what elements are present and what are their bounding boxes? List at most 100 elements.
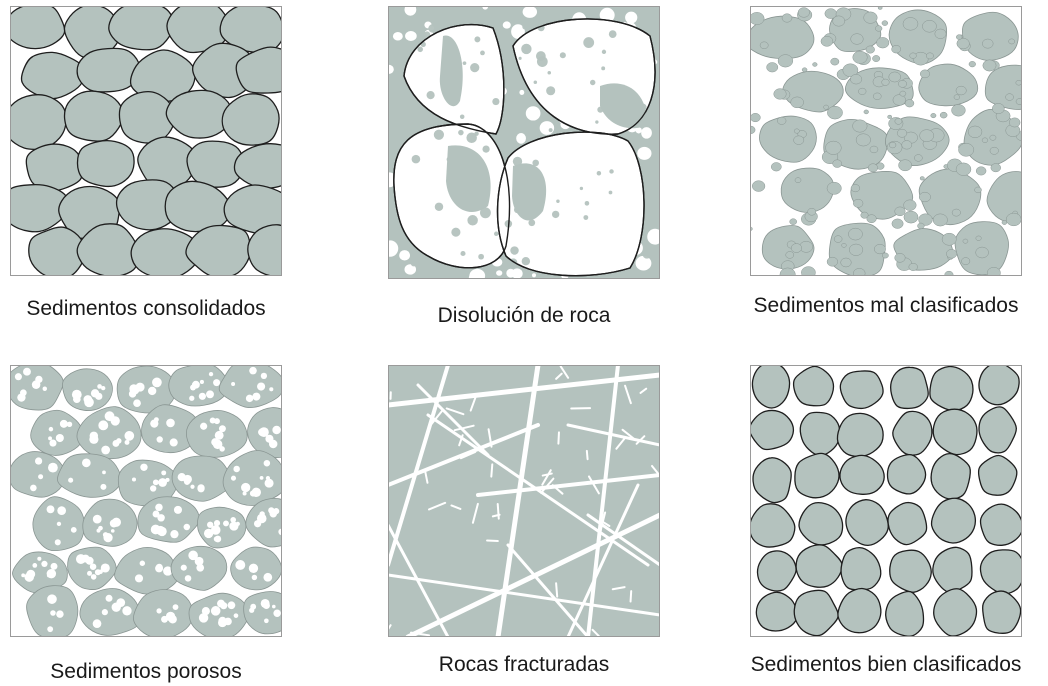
pore xyxy=(47,626,54,633)
pore xyxy=(152,510,160,518)
small-grain xyxy=(825,140,842,155)
micro-fracture xyxy=(445,407,465,416)
small-grain xyxy=(1015,79,1022,86)
pore xyxy=(21,573,26,578)
large-grain xyxy=(850,170,914,220)
pore xyxy=(257,382,266,391)
small-grain xyxy=(833,235,843,243)
pore xyxy=(101,385,106,391)
vug xyxy=(405,31,417,41)
small-grain xyxy=(812,62,818,67)
mineral-dot xyxy=(509,101,516,107)
pore xyxy=(163,566,173,576)
vug xyxy=(502,21,511,29)
small-grain xyxy=(874,244,886,255)
vug xyxy=(399,250,411,261)
consolidated-grain xyxy=(233,143,282,189)
mineral-dot xyxy=(434,202,444,212)
vug xyxy=(404,264,417,275)
sorted-grain xyxy=(979,549,1022,595)
pore xyxy=(109,519,118,528)
small-grain xyxy=(975,246,989,259)
small-grain xyxy=(866,214,877,224)
small-grain xyxy=(850,184,861,193)
micro-fracture xyxy=(459,450,477,460)
small-grain xyxy=(919,176,925,181)
pore xyxy=(249,366,257,375)
micro-fracture xyxy=(559,365,570,379)
small-grain xyxy=(830,57,840,66)
pore xyxy=(245,394,254,403)
small-grain xyxy=(842,63,859,77)
small-grain xyxy=(903,210,919,224)
pore xyxy=(265,476,271,481)
sorted-grain xyxy=(794,452,840,499)
small-grain xyxy=(881,20,889,26)
pore xyxy=(30,484,37,492)
pore xyxy=(92,619,102,628)
pore xyxy=(116,438,122,444)
pore xyxy=(139,560,146,566)
micro-fracture xyxy=(428,501,447,511)
sorted-grain xyxy=(793,589,839,637)
mineral-dot xyxy=(533,80,538,85)
large-grain xyxy=(759,115,817,163)
pore xyxy=(75,554,86,564)
mineral-dot xyxy=(451,227,461,237)
small-grain xyxy=(990,163,1001,173)
well-sorted-sediments-illustration xyxy=(750,365,1022,637)
small-grain xyxy=(869,145,879,154)
sorted-grain xyxy=(930,452,971,500)
pore xyxy=(251,574,258,581)
pore xyxy=(124,439,130,445)
consolidated-grain xyxy=(28,226,87,276)
micro-fracture xyxy=(487,428,493,448)
pore xyxy=(54,539,61,546)
small-grain xyxy=(932,213,948,227)
pore xyxy=(102,532,109,538)
small-grain xyxy=(986,267,1001,276)
small-grain xyxy=(946,249,958,259)
sorted-grain xyxy=(932,546,973,594)
pore xyxy=(98,420,109,431)
cavity-top-left-outline xyxy=(403,23,505,135)
mineral-dot xyxy=(460,250,466,257)
micro-fracture xyxy=(599,511,607,532)
mineral-dot xyxy=(466,132,477,144)
pore xyxy=(49,439,57,447)
pore xyxy=(183,523,191,531)
small-grain xyxy=(855,133,871,147)
sorted-grain xyxy=(798,502,844,546)
sorted-grain xyxy=(750,409,795,451)
pore xyxy=(231,382,236,387)
small-grain xyxy=(785,251,795,259)
pore xyxy=(59,419,68,428)
pore xyxy=(259,475,264,480)
small-grain xyxy=(891,45,902,54)
small-grain xyxy=(873,92,882,100)
small-grain xyxy=(926,52,934,60)
vug xyxy=(635,127,642,134)
small-grain xyxy=(1005,93,1014,101)
small-grain xyxy=(860,211,869,219)
pore xyxy=(198,613,209,623)
small-grain xyxy=(899,90,907,97)
consolidated-grain xyxy=(10,6,66,50)
pore xyxy=(220,602,228,610)
porous-grain xyxy=(76,406,142,460)
pore xyxy=(197,484,205,492)
small-grain xyxy=(777,54,794,68)
small-grain xyxy=(1015,98,1022,105)
micro-fracture xyxy=(453,424,475,432)
mineral-dot xyxy=(608,190,613,195)
small-grain xyxy=(917,222,925,230)
small-grain xyxy=(982,38,994,49)
pore xyxy=(66,421,73,428)
small-grain xyxy=(853,268,866,276)
porous-grain xyxy=(243,591,282,635)
panel-sedimentos-porosos xyxy=(10,365,282,637)
pore xyxy=(169,438,178,447)
pore xyxy=(259,511,265,517)
sorted-grain xyxy=(930,497,976,544)
pore xyxy=(155,564,164,573)
